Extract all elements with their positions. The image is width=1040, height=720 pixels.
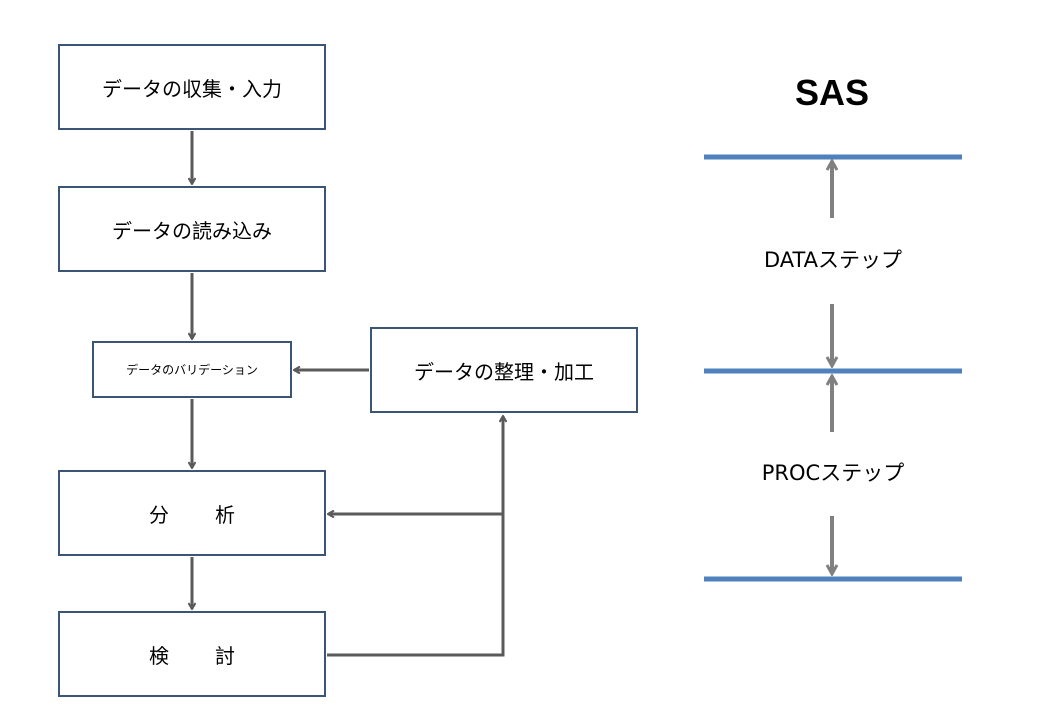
sas-title: SAS: [794, 72, 870, 113]
analyze-char-1: 分: [149, 502, 169, 527]
read-data-box: データの読み込み: [58, 186, 326, 272]
analyze-label: 分析: [149, 499, 235, 528]
arrange-process-label: データの整理・加工: [414, 359, 594, 384]
arrange-process-box: データの整理・加工: [370, 327, 638, 413]
collect-input-label: データの収集・入力: [102, 76, 282, 101]
validation-box: データのバリデーション: [92, 341, 292, 398]
proc-step-label: PROCステップ: [761, 461, 905, 485]
review-box: 検討: [58, 611, 326, 697]
review-char-2: 討: [215, 643, 235, 668]
validation-label: データのバリデーション: [126, 363, 258, 377]
feedback-review-to-arrange: [327, 416, 503, 657]
data-step-label: DATAステップ: [763, 248, 903, 272]
analyze-box: 分析: [58, 470, 326, 556]
review-char-1: 検: [149, 643, 169, 668]
analyze-char-2: 析: [215, 502, 235, 527]
review-label: 検討: [149, 640, 235, 669]
collect-input-box: データの収集・入力: [58, 44, 326, 130]
read-data-label: データの読み込み: [112, 218, 272, 243]
